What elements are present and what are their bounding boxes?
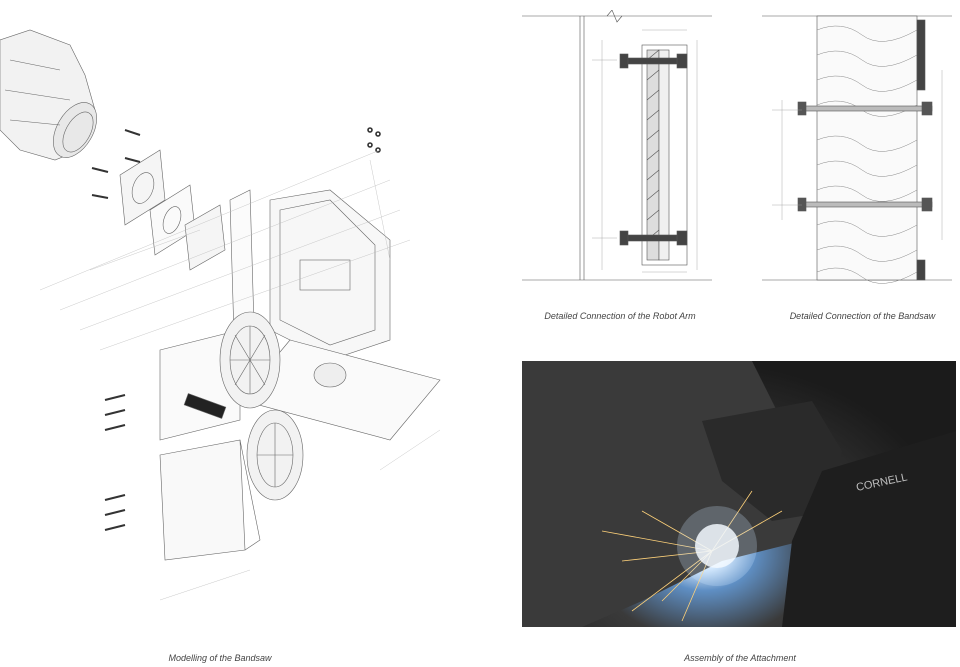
caption-bandsaw-model: Modelling of the Bandsaw bbox=[168, 653, 272, 663]
bolts-left bbox=[91, 129, 141, 531]
caption-robot-arm: Detailed Connection of the Robot Arm bbox=[544, 311, 696, 321]
caption-assembly: Assembly of the Attachment bbox=[684, 653, 796, 663]
brand-plate bbox=[183, 393, 227, 419]
bandsaw-machine bbox=[782, 431, 956, 627]
robot-arm bbox=[0, 29, 97, 161]
through-bolts bbox=[797, 101, 933, 212]
robot-arm-detail-svg bbox=[522, 10, 712, 281]
welding-mask bbox=[702, 401, 842, 521]
caption-bandsaw-detail: Detailed Connection of the Bandsaw bbox=[789, 311, 936, 321]
projection-lines bbox=[39, 149, 441, 601]
exploded-bandsaw-drawing bbox=[0, 0, 470, 640]
robot-arm-connection-detail bbox=[522, 10, 718, 290]
dimension-lines-right bbox=[772, 70, 943, 240]
bolt-group-bottom bbox=[619, 230, 688, 246]
bandsaw-detail-svg bbox=[762, 15, 952, 284]
weld-arc bbox=[695, 524, 739, 568]
exploded-view-svg bbox=[0, 29, 441, 601]
hatched-plate bbox=[646, 49, 670, 261]
mounting-flange bbox=[119, 149, 226, 271]
bolt-group-top bbox=[619, 53, 688, 69]
welding-scene-svg: CORNELL bbox=[522, 361, 956, 627]
bandsaw-connection-detail bbox=[762, 10, 958, 290]
bandsaw-wheels bbox=[219, 311, 347, 501]
assembly-photo: CORNELL bbox=[522, 361, 956, 627]
dimension-lines bbox=[592, 29, 698, 273]
